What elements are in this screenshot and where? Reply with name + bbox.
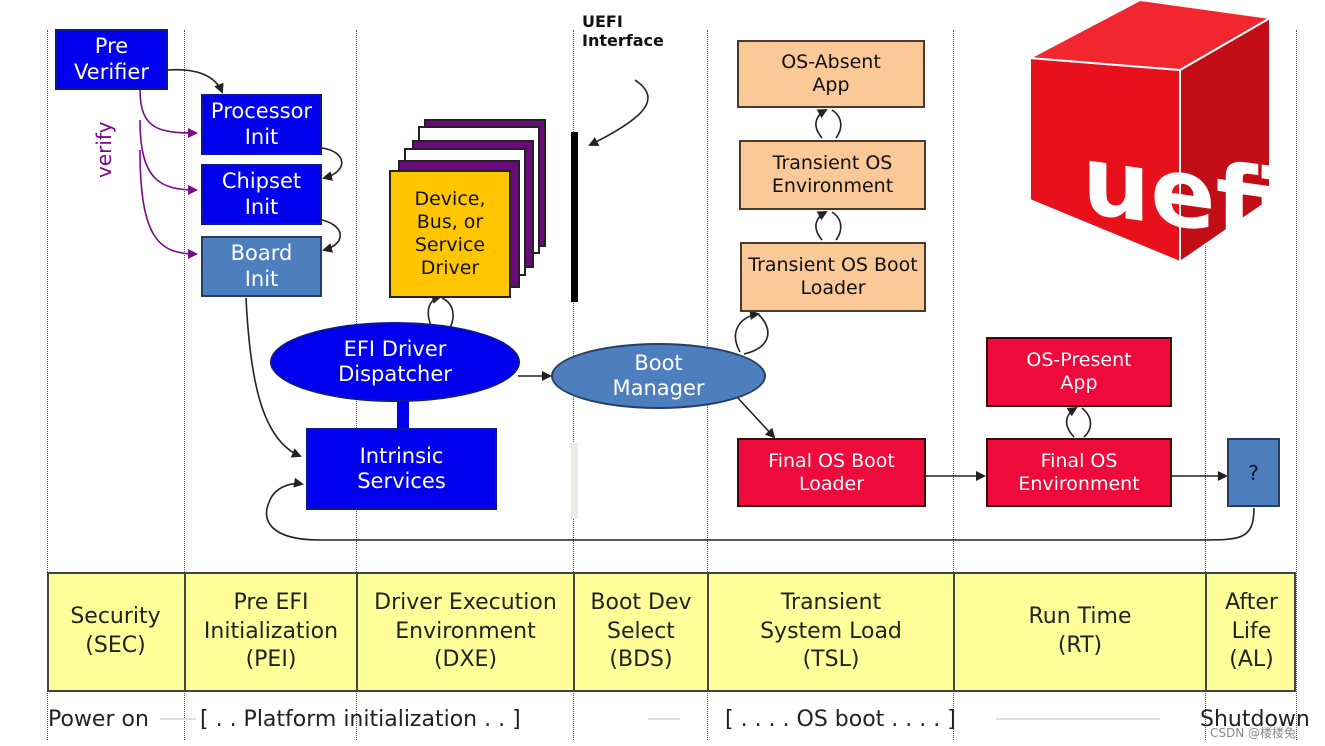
device-driver-box: Device, Bus, or Service Driver (389, 170, 511, 298)
pre-verifier-box: Pre Verifier (55, 29, 168, 90)
efi-driver-dispatcher-ellipse: EFI Driver Dispatcher (270, 322, 520, 402)
os-absent-app-box: OS-Absent App (737, 40, 925, 108)
phase-rt: Run Time (RT) (953, 572, 1205, 692)
phase-separator (47, 30, 48, 740)
phase-bds: Boot Dev Select (BDS) (573, 572, 707, 692)
phase-separator (1296, 30, 1297, 740)
phase-bar (47, 572, 1296, 692)
processor-init-box: Processor Init (201, 94, 322, 155)
final-os-environment-box: Final OS Environment (986, 438, 1172, 507)
boot-manager-ellipse: Boot Manager (551, 343, 766, 409)
uefi-interface-label: UEFI Interface (582, 12, 664, 51)
board-init-box: Board Init (201, 236, 322, 297)
phase-al: After Life (AL) (1205, 572, 1296, 692)
phase-separator (184, 30, 185, 740)
uefi-logo: uefi (1030, 0, 1280, 262)
phase-separator (953, 30, 954, 740)
final-os-boot-loader-box: Final OS Boot Loader (737, 438, 926, 507)
shutdown-label: Shutdown (1200, 707, 1310, 732)
os-boot-label: [ . . . . OS boot . . . . ] (725, 707, 956, 732)
phase-dxe: Driver Execution Environment (DXE) (356, 572, 573, 692)
phase-separator (1205, 30, 1206, 740)
os-present-app-box: OS-Present App (986, 337, 1172, 407)
intrinsic-services-box: Intrinsic Services (306, 428, 497, 510)
after-life-unknown-box: ? (1227, 438, 1280, 507)
transient-os-boot-loader-box: Transient OS Boot Loader (740, 242, 926, 312)
chipset-init-box: Chipset Init (201, 164, 322, 225)
phase-tsl: Transient System Load (TSL) (707, 572, 953, 692)
power-on-label: Power on (48, 707, 149, 732)
watermark: CSDN @楼楼兔 (1210, 726, 1297, 740)
uefi-logo-text: uefi (1082, 123, 1280, 262)
phase-pei: Pre EFI Initialization (PEI) (184, 572, 356, 692)
transient-os-environment-box: Transient OS Environment (739, 140, 926, 210)
phase-sec: Security (SEC) (70, 604, 161, 658)
platform-init-label: [ . . Platform initialization . . ] (200, 707, 521, 732)
